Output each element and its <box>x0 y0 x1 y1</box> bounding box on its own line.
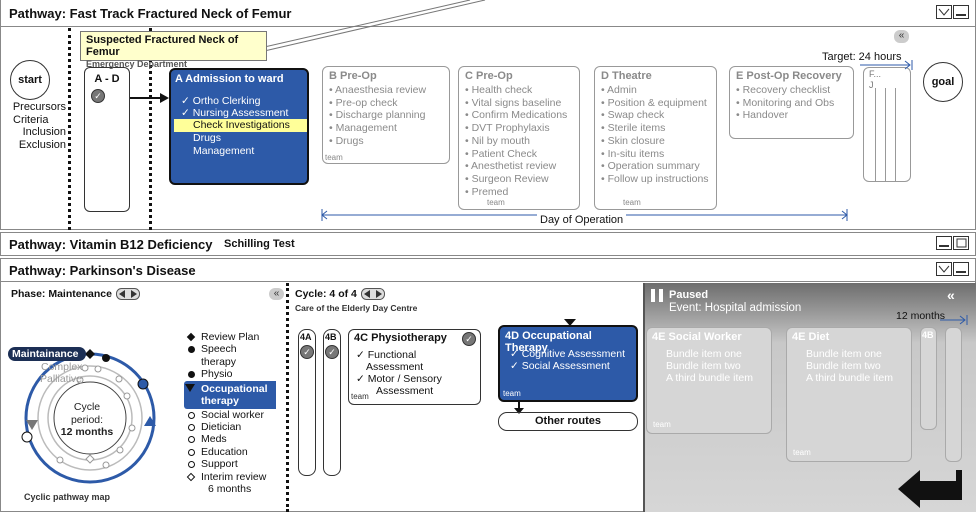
legend-item[interactable]: Education <box>188 446 276 458</box>
task-item-highlighted[interactable]: Check Investigations <box>174 119 307 132</box>
phase-legend: Review Plan Speech therapy Physio Occupa… <box>184 331 276 496</box>
paused-event: Event: Hospital admission <box>669 302 802 314</box>
stage-a-admission[interactable]: A Admission to ward Ortho Clerking Nursi… <box>169 68 309 185</box>
pathway-subtitle: Schilling Test <box>224 238 295 250</box>
window-controls <box>936 5 969 19</box>
cycle-label: Cycle: 4 of 4 <box>295 288 357 300</box>
task-item[interactable]: Ortho Clerking <box>181 95 261 107</box>
precursors-list: Precursors Criteria Inclusion Exclusion <box>12 101 66 151</box>
pathway-title: Pathway: Vitamin B12 Deficiency <box>9 237 213 252</box>
cycle-toggle-icon[interactable] <box>361 288 385 300</box>
step-4e-social-worker[interactable]: 4E Social Worker Bundle item one Bundle … <box>646 327 772 434</box>
arrow-right-icon <box>130 93 169 103</box>
phase-toggle-icon[interactable] <box>116 288 140 300</box>
legend-item[interactable]: Meds <box>188 433 276 445</box>
target-label: Target: 24 hours <box>822 51 902 63</box>
dotted-divider <box>68 28 71 230</box>
legend-item[interactable]: Social worker <box>188 409 276 421</box>
collapse-icon[interactable] <box>936 5 952 19</box>
other-routes-button[interactable]: Other routes <box>498 412 638 431</box>
step-4c-physiotherapy[interactable]: 4C Physiotherapy ✓ Functional Assessment… <box>348 329 481 405</box>
collapse-left-icon[interactable]: « <box>269 288 284 300</box>
pathway-title: Pathway: Parkinson's Disease <box>9 263 196 278</box>
pause-icon[interactable] <box>651 289 665 302</box>
precursor-item[interactable]: Inclusion <box>22 126 66 138</box>
precursor-item[interactable]: Precursors <box>12 101 66 113</box>
stage-a-d[interactable]: A - D ✓ <box>84 67 130 212</box>
legend-item[interactable]: Speech <box>188 343 276 355</box>
start-node[interactable]: start <box>10 60 50 100</box>
legend-item[interactable]: Support <box>188 458 276 470</box>
day-of-operation-label: Day of Operation <box>537 214 627 226</box>
step-4a[interactable]: 4A ✓ <box>298 329 316 476</box>
window-controls <box>936 236 969 250</box>
minimize-icon[interactable] <box>936 236 952 250</box>
paused-title: Paused <box>669 289 709 301</box>
stage-e-postop[interactable]: E Post-Op Recovery Recovery checklistMon… <box>729 66 854 139</box>
arrow-down-icon <box>514 401 524 414</box>
step-next-paused[interactable] <box>945 327 962 462</box>
return-arrow-icon[interactable] <box>898 470 964 508</box>
centre-label: Care of the Elderly Day Centre <box>295 303 418 313</box>
legend-item: therapy <box>201 355 237 368</box>
legend-item[interactable]: Interim review <box>186 471 276 483</box>
collapse-left-icon[interactable]: « <box>947 287 955 303</box>
tooltip: Suspected Fractured Neck of Femur Emerge… <box>80 31 267 69</box>
step-4b-paused[interactable]: 4B <box>920 327 937 430</box>
step-4d-occupational[interactable]: 4D Occupational Therapy Cognitive Assess… <box>498 319 638 402</box>
precursor-item[interactable]: Criteria <box>13 113 49 126</box>
ring-label-palliative[interactable]: Palliative <box>40 373 83 385</box>
stage-b-preop[interactable]: B Pre-Op Anaesthesia reviewPre-op checkD… <box>322 66 450 164</box>
minimize-icon[interactable] <box>953 5 969 19</box>
cyclic-ring[interactable] <box>0 340 200 505</box>
maximize-icon[interactable] <box>953 236 969 250</box>
dotted-divider <box>286 283 289 512</box>
task-item[interactable]: Drugs <box>193 132 222 144</box>
precursor-item[interactable]: Exclusion <box>18 138 66 151</box>
pathway-header-parkinsons[interactable]: Pathway: Parkinson's Disease <box>0 258 976 282</box>
check-icon: ✓ <box>91 89 105 103</box>
stage-f-collapsed[interactable]: F... J <box>863 67 911 182</box>
ring-label-maintainance[interactable]: Maintainance <box>8 347 86 361</box>
step-4b[interactable]: 4B ✓ <box>323 329 341 476</box>
goal-node[interactable]: goal <box>923 62 963 102</box>
check-icon: ✓ <box>325 345 339 359</box>
ring-label-complex[interactable]: Complex <box>41 361 83 373</box>
phase-label: Phase: Maintenance <box>11 288 112 300</box>
legend-item[interactable]: Dietician <box>188 421 276 433</box>
months-arrow <box>940 315 968 325</box>
legend-item[interactable]: Review Plan <box>186 331 276 343</box>
task-item[interactable]: Social Assessment <box>510 360 610 372</box>
step-4e-diet[interactable]: 4E Diet Bundle item one Bundle item two … <box>786 327 912 462</box>
collapse-left-icon[interactable]: « <box>894 30 909 43</box>
minimize-icon[interactable] <box>953 262 969 276</box>
legend-item: 6 months <box>208 483 252 496</box>
collapse-icon[interactable] <box>936 262 952 276</box>
target-arrow <box>860 60 913 70</box>
cyclic-pathway-map-label: Cyclic pathway map <box>24 492 111 502</box>
paused-months: 12 months <box>896 310 946 322</box>
tooltip-pointer-lines <box>259 0 486 53</box>
window-controls <box>936 262 969 276</box>
pathway-title: Pathway: Fast Track Fractured Neck of Fe… <box>9 6 292 21</box>
task-item[interactable]: Cognitive Assessment <box>510 348 625 360</box>
pathway-header-b12[interactable]: Pathway: Vitamin B12 Deficiency Schillin… <box>0 232 976 256</box>
task-item[interactable]: Functional <box>356 349 416 361</box>
check-icon: ✓ <box>462 332 476 346</box>
dotted-divider <box>149 28 152 230</box>
legend-item[interactable]: Physio <box>188 368 276 380</box>
task-item[interactable]: Nursing Assessment <box>181 107 289 119</box>
pathway-header-femur[interactable]: Pathway: Fast Track Fractured Neck of Fe… <box>0 0 976 27</box>
task-item[interactable]: Motor / Sensory <box>356 373 442 385</box>
stage-d-theatre[interactable]: D Theatre AdminPosition & equipmentSwap … <box>594 66 717 210</box>
check-icon: ✓ <box>300 345 314 359</box>
stage-c-preop[interactable]: C Pre-Op Health checkVital signs baselin… <box>458 66 580 210</box>
task-item[interactable]: Management <box>193 145 255 157</box>
